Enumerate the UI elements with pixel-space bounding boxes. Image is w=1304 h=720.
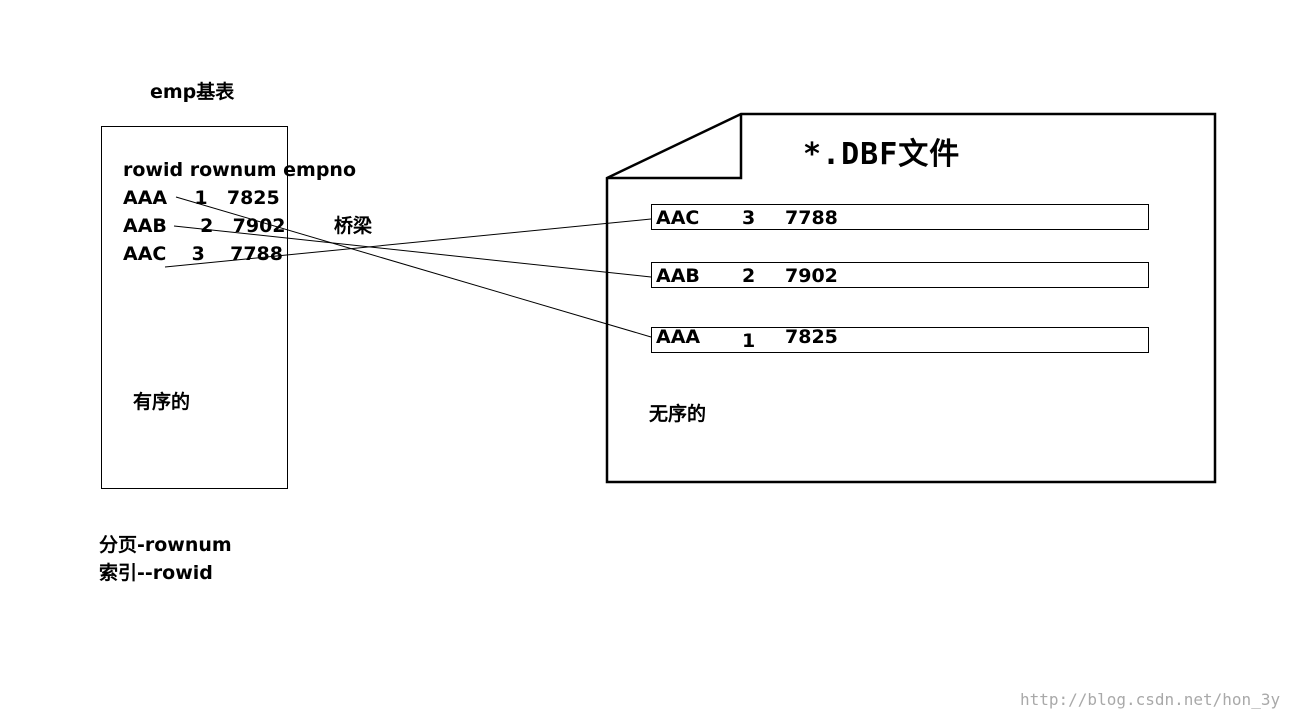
bridge-label: 桥梁 [334, 215, 373, 237]
emp-row-rowid: AAC [123, 243, 167, 265]
watermark-url: http://blog.csdn.net/hon_3y [1020, 690, 1281, 709]
emp-row-rowid: AAB [123, 215, 167, 237]
dbf-record-rowid: AAC [656, 207, 700, 229]
dbf-record-empno: 7825 [785, 326, 838, 348]
dbf-file-title: *.DBF文件 [803, 137, 961, 172]
unordered-note: 无序的 [649, 403, 707, 425]
link-line-aab [173, 225, 652, 278]
dbf-record: AAB 2 7902 [651, 262, 1149, 288]
emp-row-empno: 7788 [230, 243, 283, 265]
emp-table-header: rowid rownum empno [123, 159, 357, 181]
link-line-aaa [175, 196, 652, 338]
dbf-record-rowid: AAB [656, 265, 700, 287]
caption-paging: 分页-rownum [99, 534, 232, 556]
emp-table-title: emp基表 [150, 81, 235, 103]
dbf-record-empno: 7788 [785, 207, 838, 229]
emp-row-rownum: 3 [191, 243, 205, 265]
caption-index: 索引--rowid [99, 562, 213, 584]
dbf-record-rownum: 3 [742, 207, 756, 229]
emp-row-empno: 7825 [226, 187, 280, 209]
dbf-record: AAA 1 7825 [651, 326, 1149, 353]
emp-row-empno: 7902 [232, 215, 286, 237]
dbf-file-fold [607, 114, 743, 180]
ordered-note: 有序的 [133, 391, 191, 413]
dbf-record-rownum: 1 [742, 330, 756, 352]
link-line-aac [164, 218, 652, 268]
emp-row-rownum: 1 [194, 187, 208, 209]
dbf-record: AAC 3 7788 [651, 204, 1149, 230]
emp-row: AAA 1 7825 [123, 184, 280, 212]
dbf-record-rowid: AAA [656, 326, 701, 348]
emp-row-rowid: AAA [123, 187, 168, 209]
emp-row-rownum: 2 [200, 215, 214, 237]
dbf-record-empno: 7902 [785, 265, 838, 287]
emp-row: AAC 3 7788 [123, 240, 283, 268]
dbf-record-rownum: 2 [742, 265, 756, 287]
emp-row: AAB 2 7902 [123, 212, 286, 240]
emp-table-box [101, 126, 288, 489]
